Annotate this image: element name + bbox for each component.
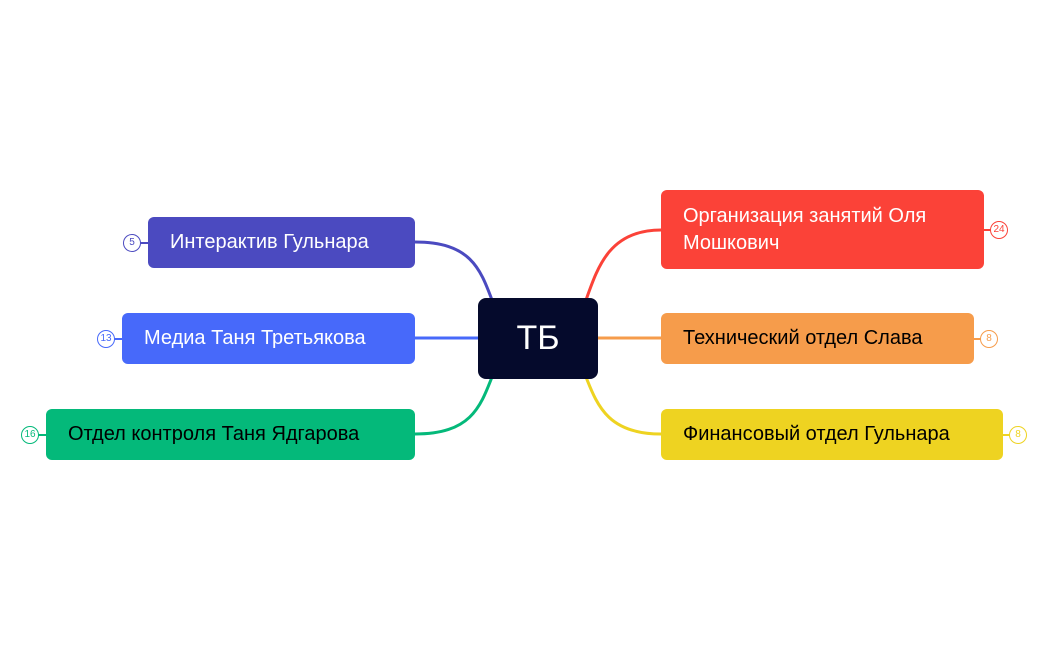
count-badge-interaktiv-value: 5 bbox=[129, 237, 135, 248]
badge-line-interaktiv bbox=[140, 242, 148, 244]
count-badge-interaktiv[interactable]: 5 bbox=[123, 234, 141, 252]
count-badge-tekhnicheskiy-value: 8 bbox=[986, 333, 992, 344]
topic-interaktiv-label: Интерактив Гульнара bbox=[170, 231, 369, 253]
connector-interaktiv bbox=[414, 240, 494, 301]
topic-tekhnicheskiy-label: Технический отдел Слава bbox=[683, 327, 923, 349]
count-badge-media[interactable]: 13 bbox=[97, 330, 115, 348]
count-badge-kontrol-value: 16 bbox=[24, 429, 36, 440]
count-badge-organizatsiya-value: 24 bbox=[993, 224, 1005, 235]
badge-line-media bbox=[114, 338, 122, 340]
topic-organizatsiya-label-line1: Организация занятий Оля bbox=[683, 204, 927, 227]
count-badge-media-value: 13 bbox=[100, 333, 112, 344]
topic-finansovy-label: Финансовый отдел Гульнара bbox=[683, 423, 950, 445]
root-topic[interactable]: ТБ bbox=[478, 298, 598, 379]
count-badge-tekhnicheskiy[interactable]: 8 bbox=[980, 330, 998, 348]
count-badge-finansovy[interactable]: 8 bbox=[1009, 426, 1027, 444]
topic-kontrol[interactable]: Отдел контроля Таня Ядгарова bbox=[46, 409, 415, 460]
root-topic-label: ТБ bbox=[516, 319, 560, 357]
count-badge-finansovy-value: 8 bbox=[1015, 429, 1021, 440]
connector-organizatsiya bbox=[584, 228, 662, 301]
badge-line-tekhnicheskiy bbox=[974, 338, 982, 340]
badge-line-organizatsiya bbox=[984, 229, 992, 231]
count-badge-organizatsiya[interactable]: 24 bbox=[990, 221, 1008, 239]
topic-organizatsiya[interactable]: Организация занятий Оля Мошкович bbox=[661, 190, 984, 269]
topic-media[interactable]: Медиа Таня Третьякова bbox=[122, 313, 415, 364]
topic-organizatsiya-label-line2: Мошкович bbox=[683, 231, 780, 254]
connector-kontrol bbox=[414, 376, 494, 436]
topic-tekhnicheskiy[interactable]: Технический отдел Слава bbox=[661, 313, 974, 364]
connector-finansovy bbox=[584, 376, 662, 436]
topic-interaktiv[interactable]: Интерактив Гульнара bbox=[148, 217, 415, 268]
topic-kontrol-label: Отдел контроля Таня Ядгарова bbox=[68, 423, 360, 445]
badge-line-kontrol bbox=[38, 434, 46, 436]
badge-line-finansovy bbox=[1003, 434, 1011, 436]
count-badge-kontrol[interactable]: 16 bbox=[21, 426, 39, 444]
topic-media-label: Медиа Таня Третьякова bbox=[144, 327, 366, 349]
topic-finansovy[interactable]: Финансовый отдел Гульнара bbox=[661, 409, 1003, 460]
